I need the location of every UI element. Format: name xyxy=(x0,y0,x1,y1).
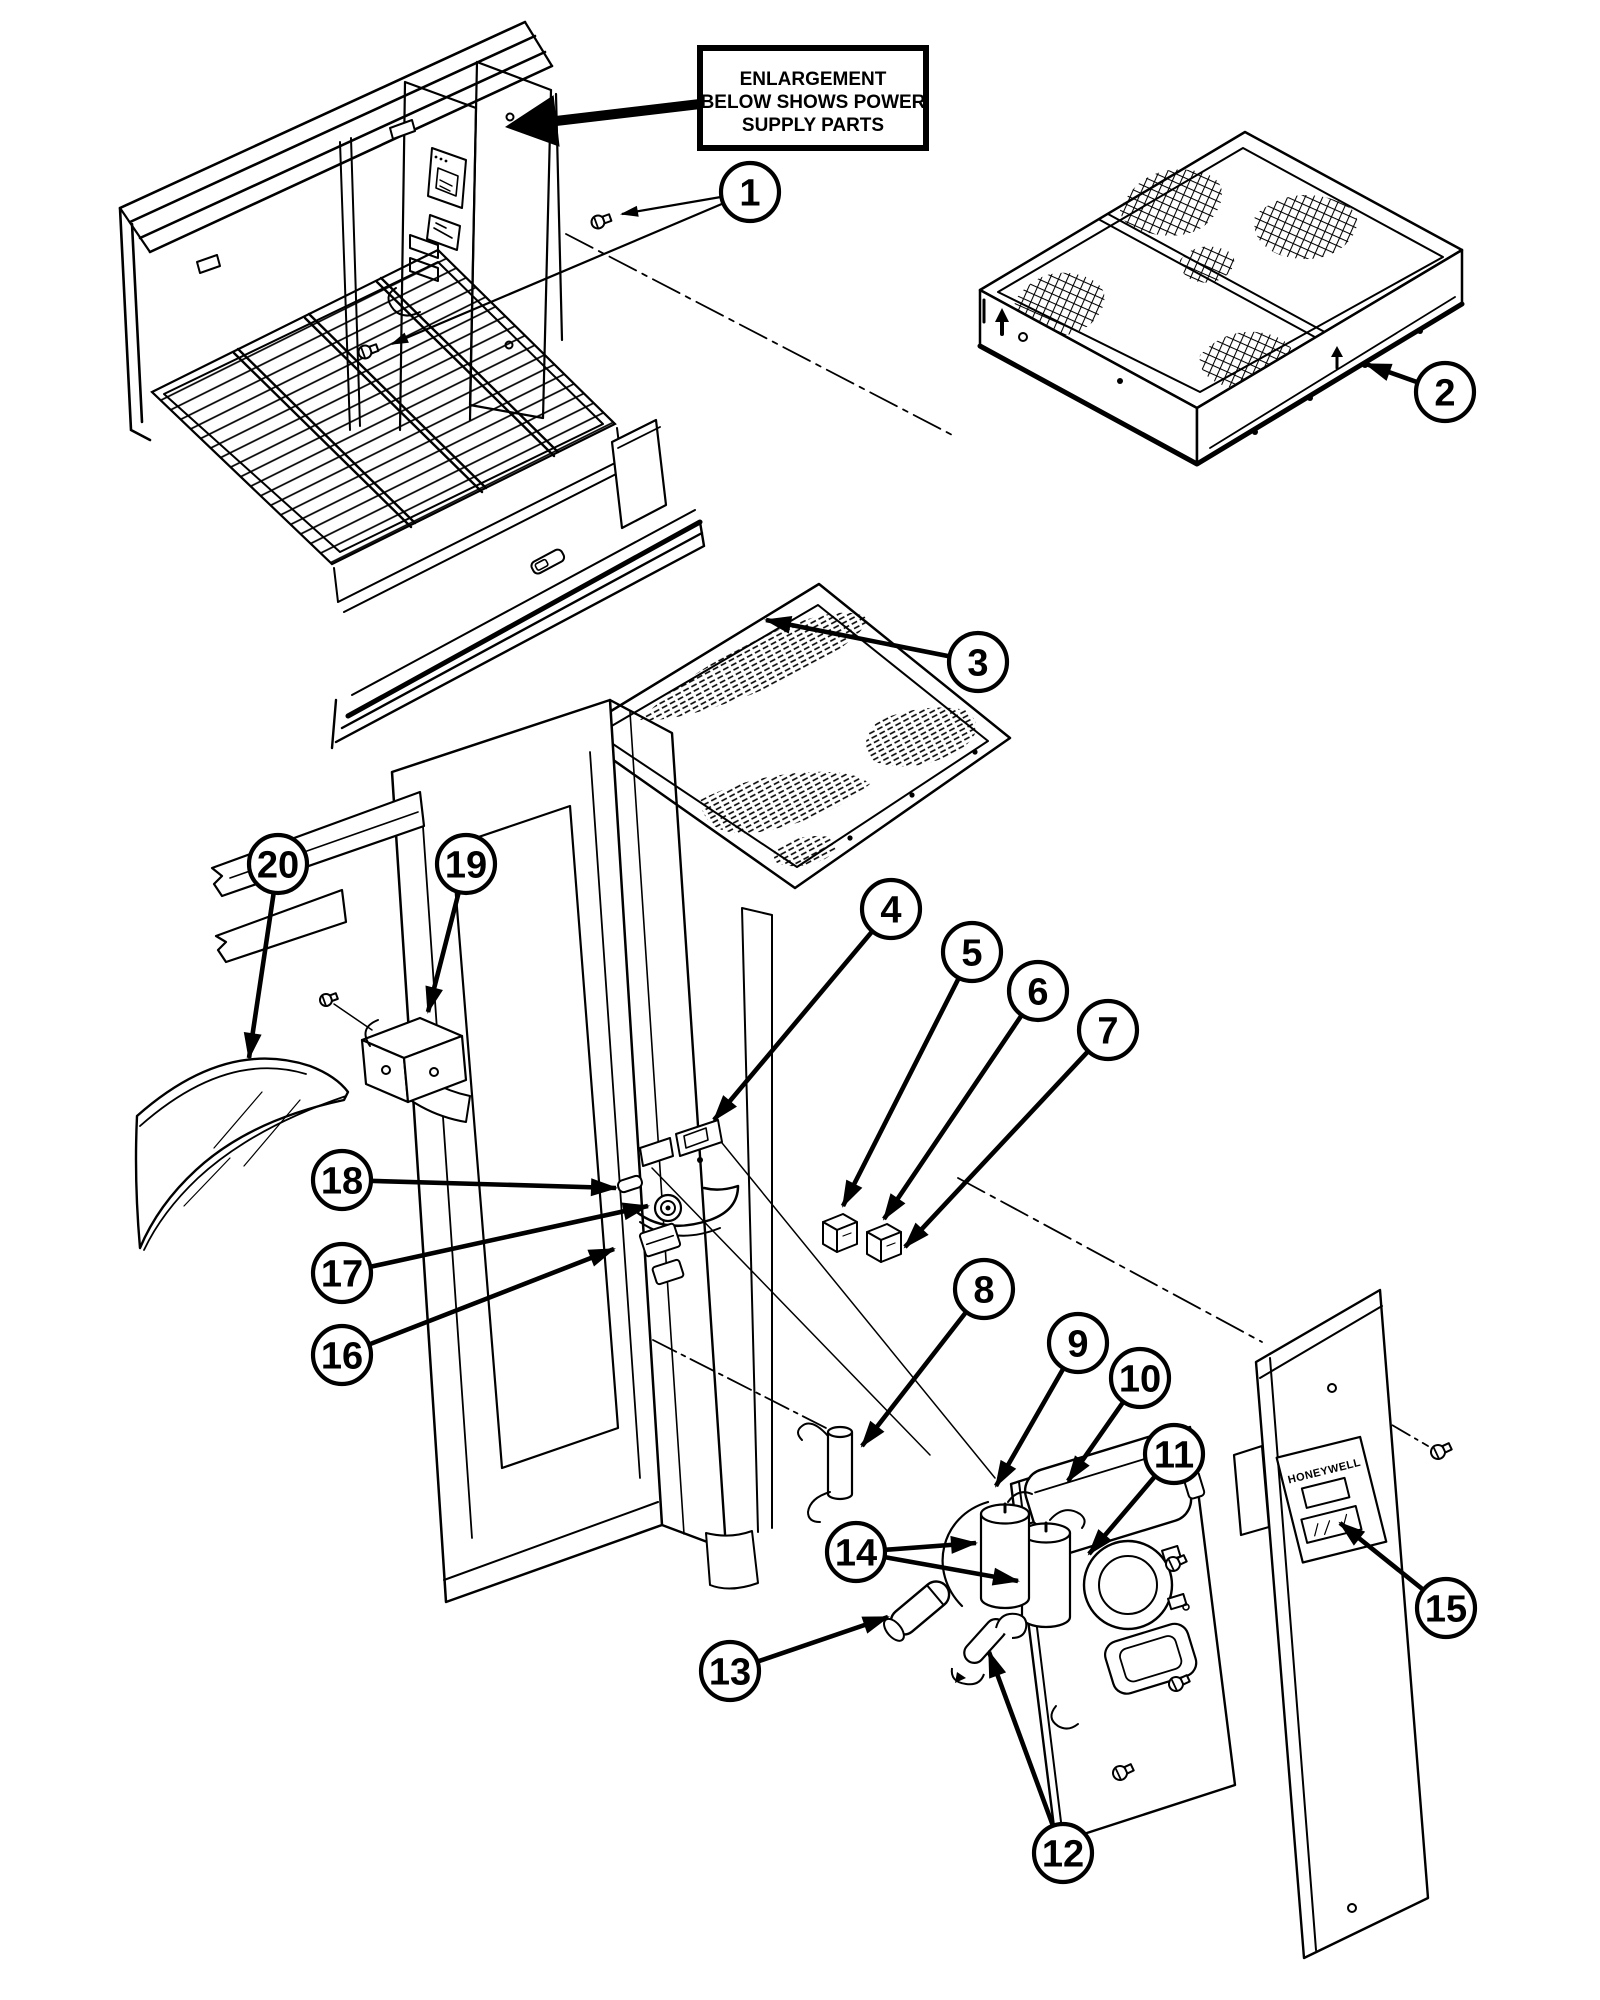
svg-text:9: 9 xyxy=(1067,1324,1088,1366)
callout-10: 10 xyxy=(1108,1346,1172,1410)
svg-text:18: 18 xyxy=(321,1161,363,1203)
callout-3-leader xyxy=(764,616,979,665)
svg-text:6: 6 xyxy=(1027,972,1048,1014)
callout-6-leader xyxy=(882,989,1040,1221)
callout-17-leader xyxy=(341,1202,650,1276)
door-knob xyxy=(653,1193,683,1223)
callout-14: 14 xyxy=(824,1520,888,1584)
note-box: ENLARGEMENT BELOW SHOWS POWER SUPPLY PAR… xyxy=(505,45,929,151)
callout-15: 15 xyxy=(1414,1576,1478,1640)
electronic-cell xyxy=(977,130,1465,467)
glass-window xyxy=(134,1057,350,1251)
note-line-2: BELOW SHOWS POWER xyxy=(701,92,926,113)
prefilter-screen xyxy=(573,582,1012,890)
latch-bracket xyxy=(319,992,468,1104)
callout-20: 20 xyxy=(246,832,310,896)
door-panel: HONEYWELL xyxy=(1232,1288,1453,1960)
callout-12: 12 xyxy=(1031,1821,1095,1885)
svg-text:12: 12 xyxy=(1042,1834,1084,1876)
callout-18: 18 xyxy=(310,1148,374,1212)
capacitor xyxy=(979,1491,1033,1610)
svg-text:3: 3 xyxy=(967,643,988,685)
callout-3: 3 xyxy=(946,630,1010,694)
callout-19: 19 xyxy=(434,832,498,896)
callout-1: 1 xyxy=(718,160,782,224)
callout-20-leader xyxy=(243,863,281,1060)
airflow-arrow-icon xyxy=(1331,346,1343,370)
callout-7: 7 xyxy=(1076,998,1140,1062)
callout-16: 16 xyxy=(310,1323,374,1387)
fuse-holder xyxy=(950,1612,1079,1730)
svg-text:14: 14 xyxy=(835,1533,877,1575)
callout-1-leader xyxy=(390,190,751,346)
callout-5-leader xyxy=(840,950,975,1208)
svg-text:2: 2 xyxy=(1434,373,1455,415)
interlock-switches xyxy=(822,1213,902,1263)
callout-8-leader xyxy=(860,1287,986,1448)
callout-4: 4 xyxy=(859,877,923,941)
screw-fastener xyxy=(1430,1442,1453,1460)
svg-text:7: 7 xyxy=(1097,1011,1118,1053)
hv-coil xyxy=(1082,1539,1190,1631)
svg-text:13: 13 xyxy=(709,1652,751,1694)
svg-text:20: 20 xyxy=(257,845,299,887)
note-arrow xyxy=(505,95,560,147)
svg-text:1: 1 xyxy=(739,173,760,215)
callout-9: 9 xyxy=(1046,1311,1110,1375)
door-pin xyxy=(617,1174,643,1194)
callout-16-leader xyxy=(341,1246,616,1358)
svg-text:10: 10 xyxy=(1119,1359,1161,1401)
callout-17: 17 xyxy=(310,1241,374,1305)
psu-bracket xyxy=(1104,1622,1198,1695)
svg-text:15: 15 xyxy=(1425,1589,1467,1631)
svg-text:16: 16 xyxy=(321,1336,363,1378)
fuse xyxy=(883,1580,951,1642)
note-line-1: ENLARGEMENT xyxy=(740,69,887,90)
power-supply-assembly xyxy=(797,1422,1237,1845)
note-line-3: SUPPLY PARTS xyxy=(742,115,884,136)
callout-4-leader xyxy=(712,907,893,1122)
spacer xyxy=(797,1422,854,1523)
callout-8: 8 xyxy=(952,1257,1016,1321)
callout-5: 5 xyxy=(940,920,1004,984)
svg-text:19: 19 xyxy=(445,845,487,887)
callout-11: 11 xyxy=(1142,1422,1206,1486)
svg-text:4: 4 xyxy=(880,890,901,932)
callout-6: 6 xyxy=(1006,959,1070,1023)
callout-2: 2 xyxy=(1413,360,1477,424)
airflow-arrow-icon xyxy=(995,308,1009,336)
cabinet-housing xyxy=(118,20,706,750)
power-supply-door-frame xyxy=(210,698,773,1604)
svg-text:11: 11 xyxy=(1154,1435,1194,1477)
callout-12-leader xyxy=(986,1650,1066,1854)
svg-text:8: 8 xyxy=(973,1270,994,1312)
svg-text:17: 17 xyxy=(321,1254,363,1296)
svg-text:5: 5 xyxy=(961,933,982,975)
door-latch-assembly xyxy=(630,1119,740,1237)
screw-fastener xyxy=(357,213,613,360)
callout-13: 13 xyxy=(698,1639,762,1703)
callout-7-leader xyxy=(903,1028,1110,1249)
door-switch xyxy=(638,1222,685,1286)
screw-fastener xyxy=(1112,1554,1191,1781)
callout-18-leader xyxy=(341,1177,618,1197)
